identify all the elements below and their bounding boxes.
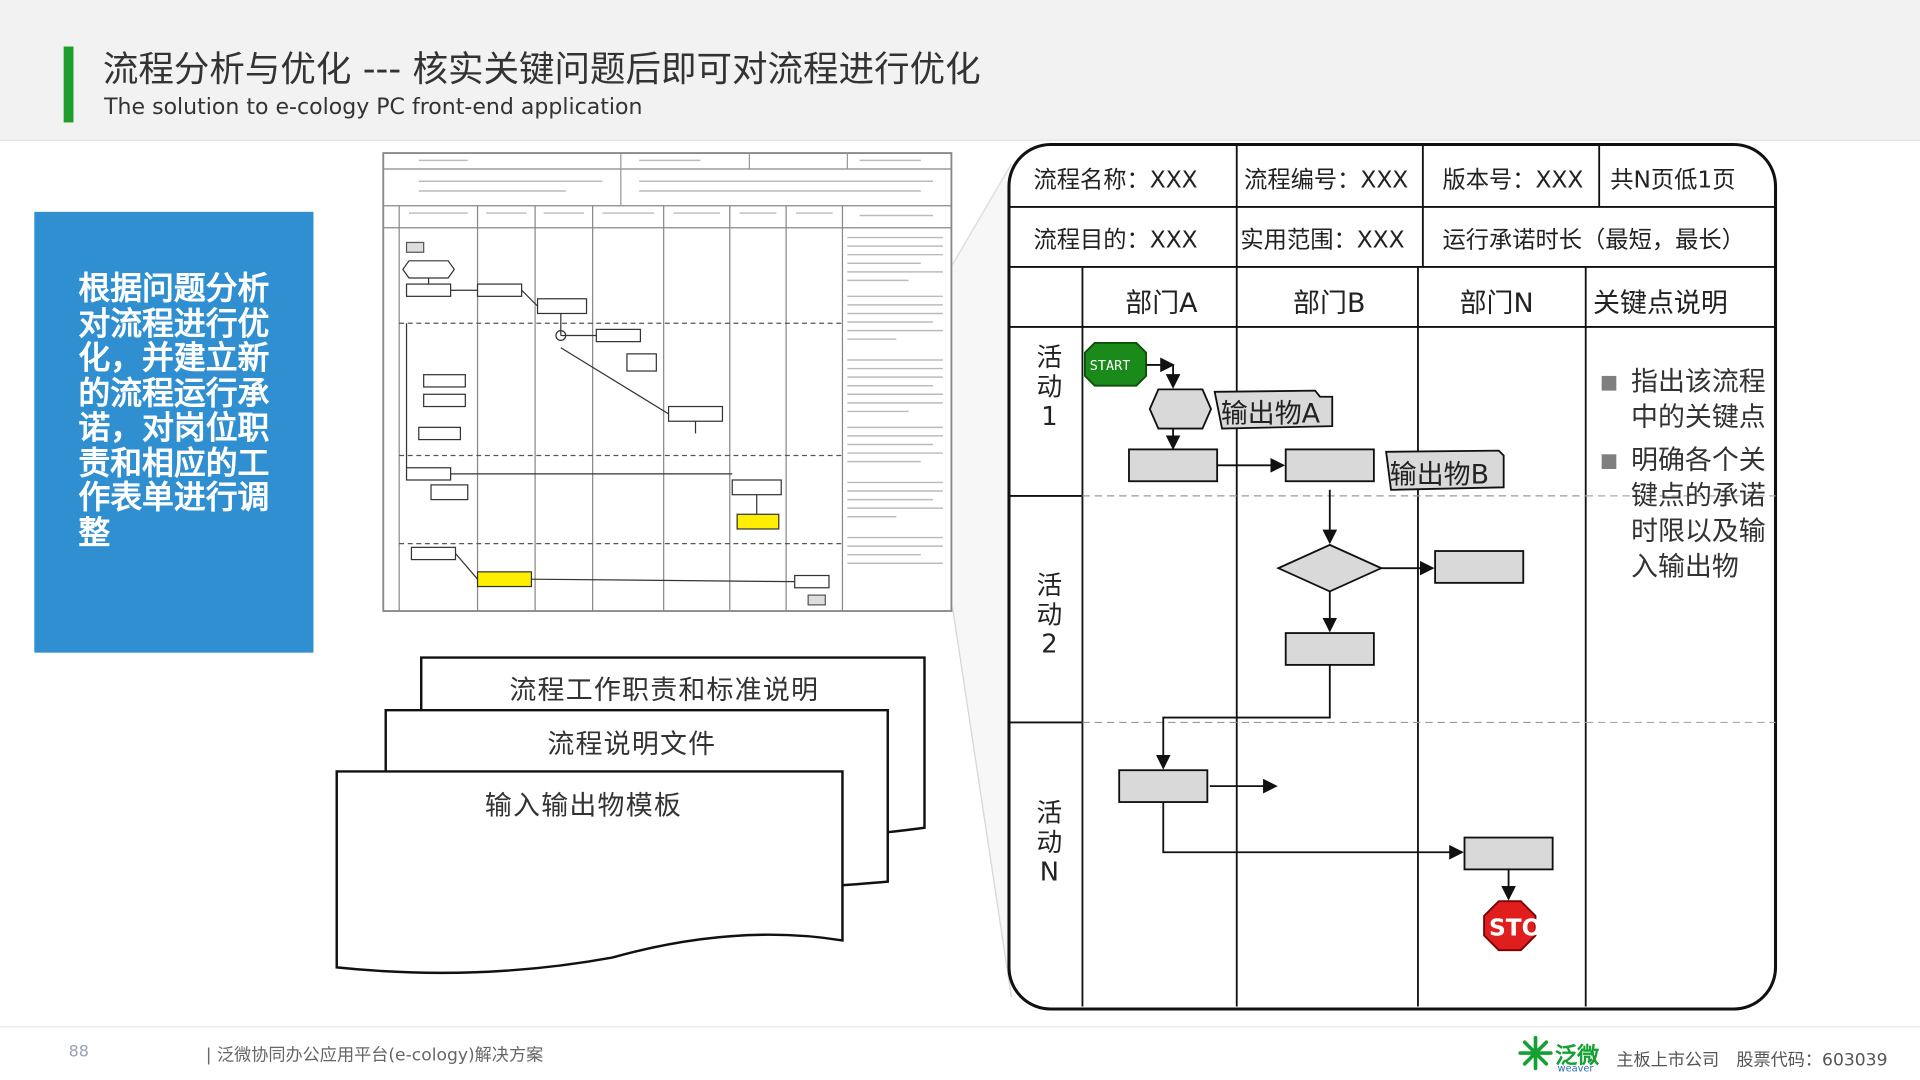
column-department-a: 部门A [1125, 288, 1198, 320]
column-department-n: 部门N [1459, 288, 1534, 320]
square-bullet-icon [1601, 375, 1617, 391]
doc-label-responsibilities: 流程工作职责和标准说明 [509, 675, 820, 707]
flow-purpose: 流程目的：XXX [1033, 226, 1198, 254]
activity-n-label: 活动N [1036, 798, 1063, 887]
key-point-text: 指出该流程中的关键点 [1631, 367, 1766, 434]
square-bullet-icon [1601, 454, 1617, 469]
page-subtitle: The solution to e-cology PC front-end ap… [104, 94, 643, 121]
title-accent-bar [63, 46, 74, 123]
logo-subtext: weaver [1557, 1062, 1594, 1074]
page-title: 流程分析与优化 --- 核实关键问题后即可对流程进行优化 [102, 47, 981, 90]
process-document-thumbnail [382, 152, 953, 612]
doc-label-io-template: 输入输出物模板 [484, 791, 683, 822]
output-b-label: 输出物B [1389, 460, 1490, 492]
flow-version: 版本号：XXX [1442, 166, 1584, 194]
footer-solution-name: | 泛微协同办公应用平台(e-cology)解决方案 [205, 1045, 544, 1066]
footer-divider [0, 1026, 1920, 1028]
column-key-points: 关键点说明 [1593, 288, 1728, 320]
weaver-logo-icon [1518, 1035, 1553, 1071]
flow-duration: 运行承诺时长（最短，最长） [1442, 226, 1745, 254]
summary-panel [34, 211, 314, 653]
document-stack [335, 656, 926, 975]
key-point-text: 明确各个关键点的承诺时限以及输入输出物 [1631, 445, 1766, 583]
flowchart-template [1007, 142, 1778, 1011]
key-point-item: 指出该流程中的关键点 [1599, 365, 1770, 436]
output-a-label: 输出物A [1220, 399, 1321, 430]
header-band [0, 0, 1920, 141]
column-department-b: 部门B [1293, 288, 1366, 320]
key-points-list: 指出该流程中的关键点 明确各个关键点的承诺时限以及输入输出物 [1599, 365, 1770, 593]
page-number: 88 [68, 1043, 89, 1062]
doc-label-process-description: 流程说明文件 [547, 729, 717, 761]
footer-stock-info: 主板上市公司 股票代码：603039 [1616, 1050, 1888, 1071]
flow-name: 流程名称：XXX [1033, 166, 1198, 194]
flow-scope: 实用范围：XXX [1240, 226, 1405, 254]
activity-1-label: 活动1 [1036, 342, 1063, 432]
summary-text: 根据问题分析对流程进行优化，并建立新的流程运行承诺，对岗位职责和相应的工作表单进… [78, 270, 270, 552]
key-point-item: 明确各个关键点的承诺时限以及输入输出物 [1599, 443, 1770, 585]
flow-pages: 共N页低1页 [1610, 166, 1736, 194]
stop-label: STOP [1488, 914, 1559, 942]
zoom-connector [952, 161, 1013, 1000]
activity-2-label: 活动2 [1036, 570, 1063, 659]
logo-text: 泛微 [1555, 1043, 1600, 1069]
start-label: START [1089, 357, 1131, 374]
flow-code: 流程编号：XXX [1244, 166, 1409, 194]
